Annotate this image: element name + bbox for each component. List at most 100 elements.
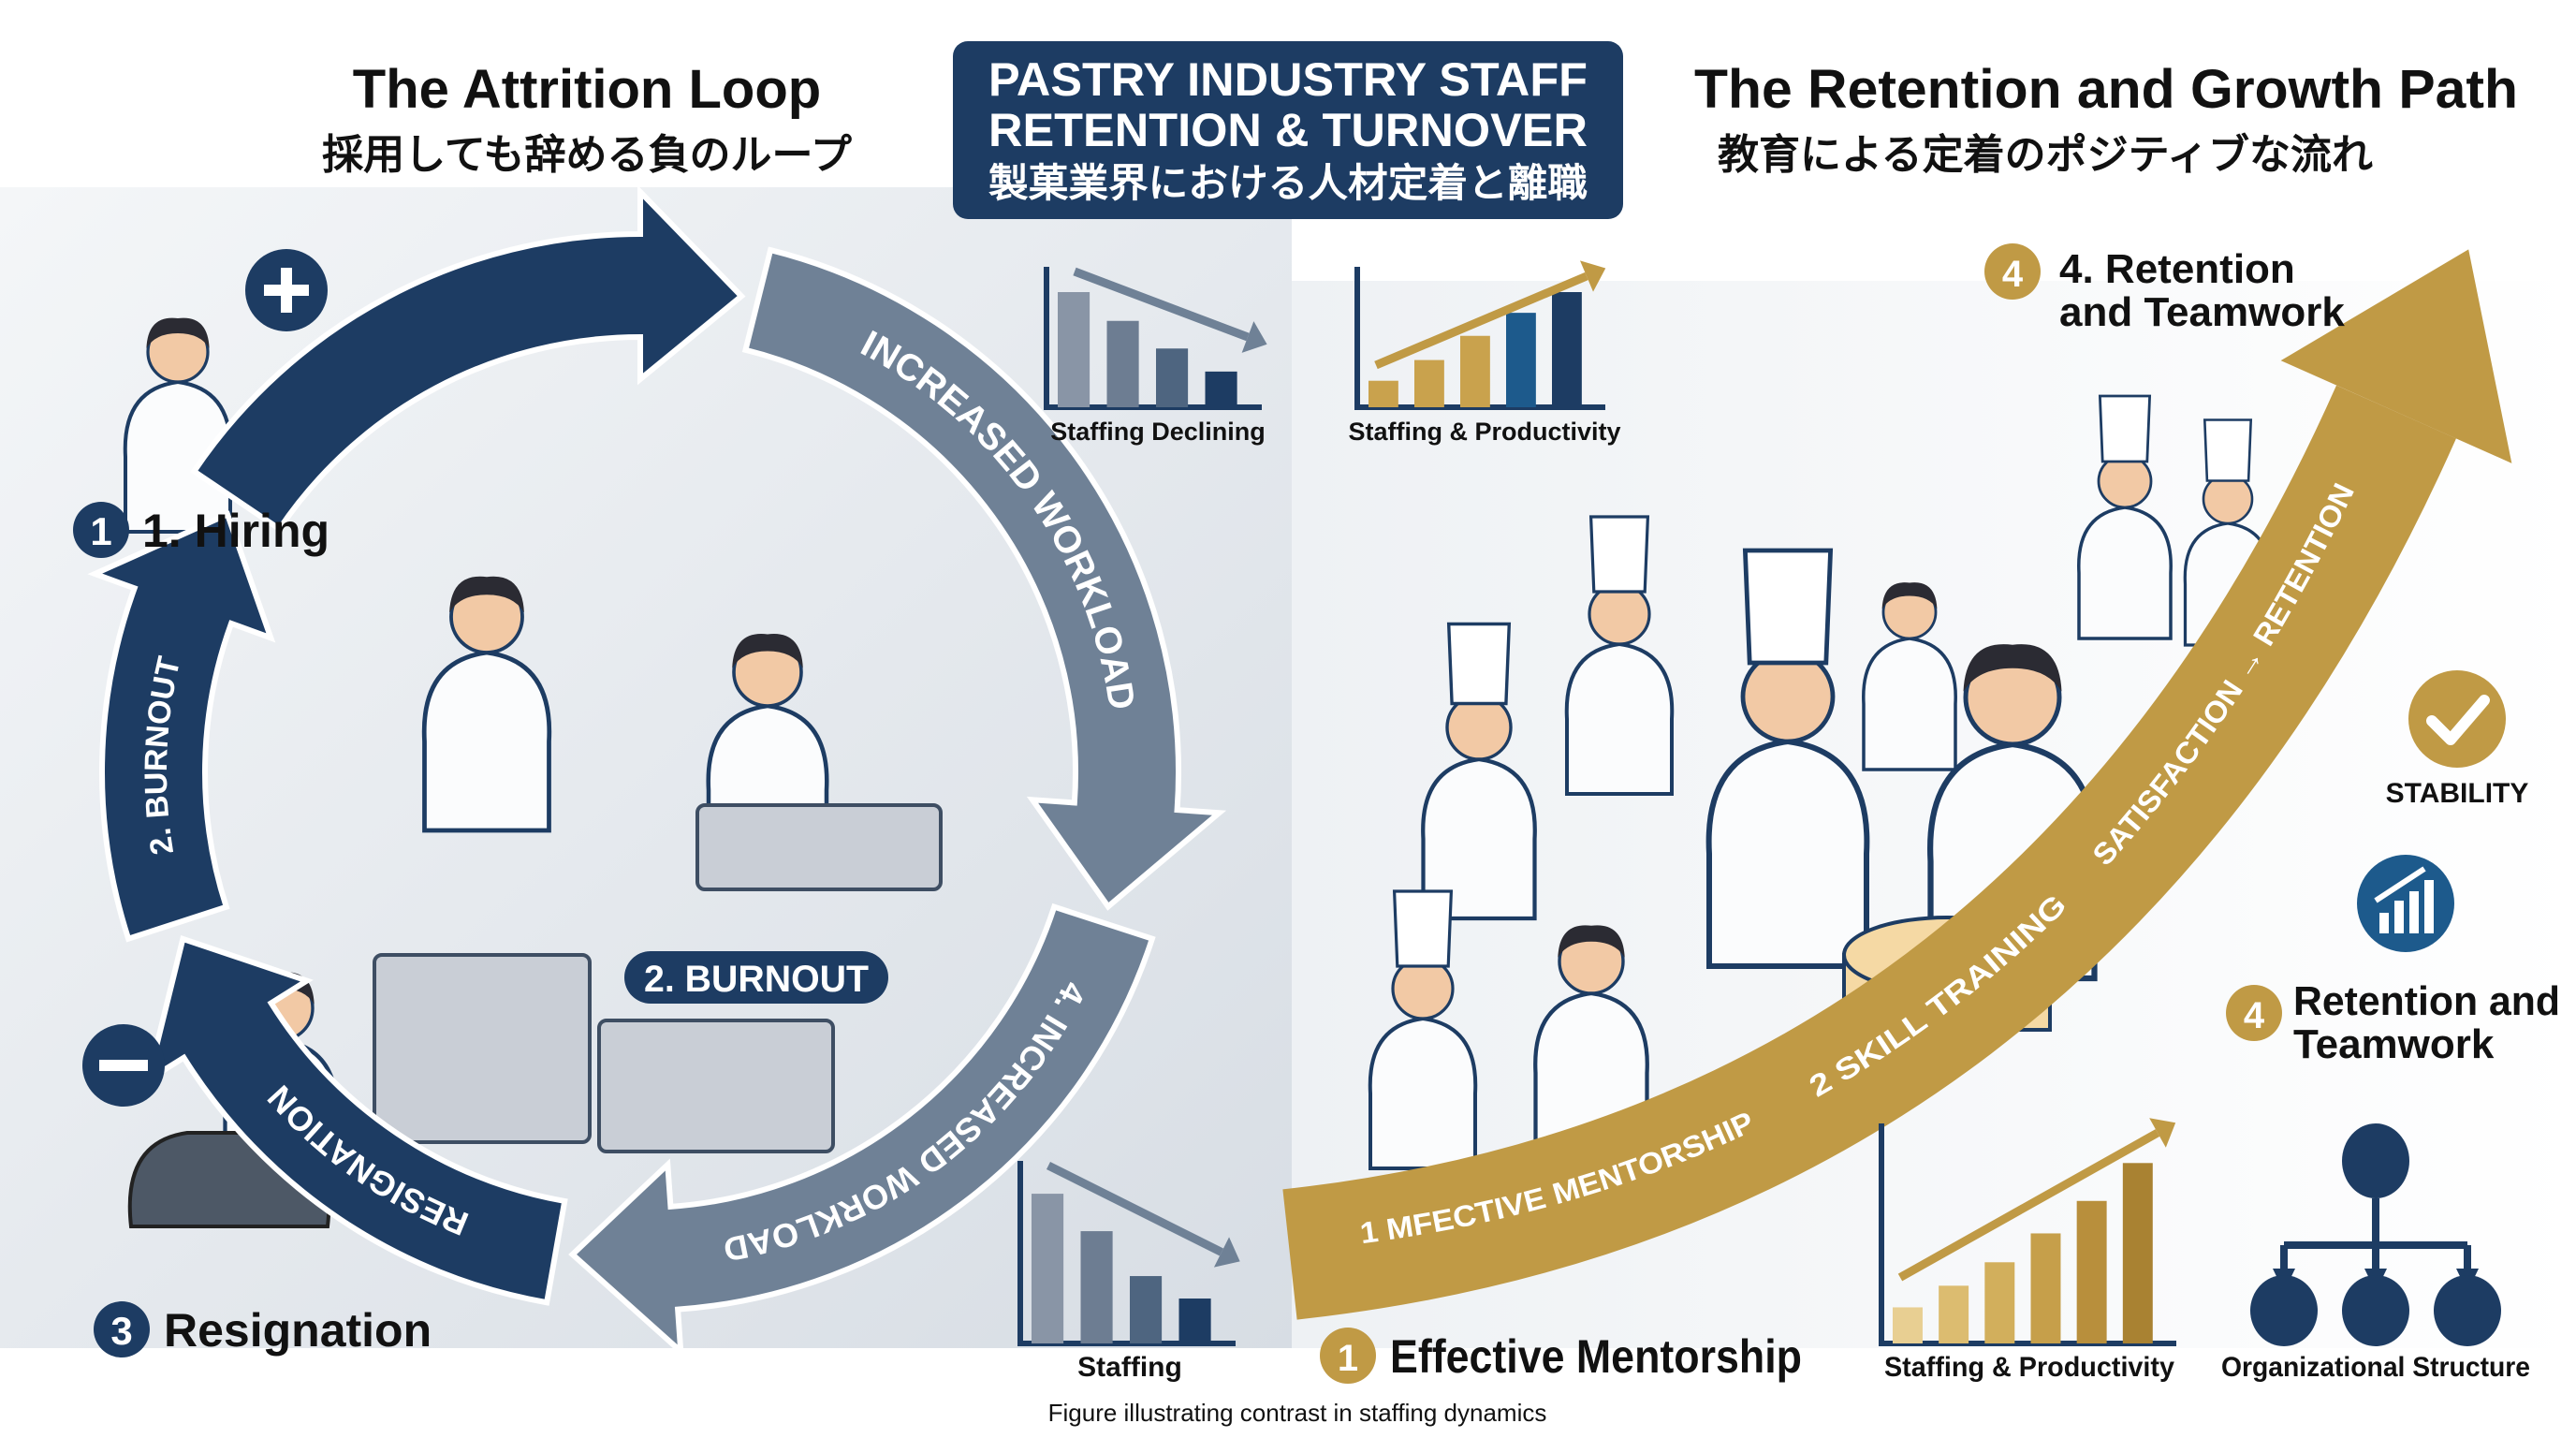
chef-coat: [1862, 637, 1957, 771]
retention-top-line2: and Teamwork: [2059, 289, 2345, 335]
growth-arrow-body: [1282, 385, 2456, 1320]
chef-coat: [1368, 1016, 1478, 1171]
chart-bar: [1032, 1194, 1064, 1343]
growth-arrow-head: [2280, 249, 2512, 463]
trend-down-arrow: [1073, 267, 1250, 342]
checkmark-icon: [2408, 670, 2506, 768]
trend-arrowhead: [1579, 260, 1606, 292]
chart-bar: [1893, 1307, 1923, 1343]
burnout-pill: 2. BURNOUT: [624, 951, 888, 1004]
chart-bar: [1368, 380, 1398, 407]
chef-mentee: [1705, 548, 1870, 970]
chart-bar: [1178, 1299, 1211, 1343]
retention-teamwork-side: 4 Retention and Teamwork: [2226, 978, 2560, 1067]
hiring-arrow: [190, 184, 746, 534]
chart-bar: [1205, 371, 1237, 407]
trend-up-arrow: [1897, 1129, 2160, 1282]
chart-bar: [1552, 292, 1582, 407]
mentorship-number: 1: [1338, 1338, 1358, 1379]
chef-right-4: [2077, 394, 2173, 640]
chart-bar: [1058, 292, 1090, 407]
chart-bar: [1106, 320, 1139, 407]
chart-bar: [1939, 1285, 1969, 1343]
increased-workload-4-arrow: [568, 902, 1156, 1358]
chart-bar: [1460, 335, 1490, 407]
hiring-number: 1: [90, 509, 111, 553]
chart-axes: [1017, 1161, 1236, 1346]
trend-down-arrow: [1046, 1161, 1224, 1256]
retention-teamwork-top: 4 4. Retention and Teamwork: [1984, 243, 2345, 335]
minus-icon: [82, 1024, 165, 1107]
chart-axes: [1044, 267, 1262, 410]
figure-caption: Figure illustrating contrast in staffing…: [1048, 1399, 1547, 1427]
effective-mentorship-step: 1 Effective Mentorship: [1320, 1328, 1802, 1384]
chart-label-staffing-productivity-top: Staffing & Productivity: [1348, 418, 1620, 446]
charts: [1017, 260, 2176, 1346]
chart-bar: [1130, 1276, 1163, 1343]
trend-arrowhead: [1241, 321, 1267, 353]
hiring-label: 1. Hiring: [142, 505, 329, 557]
retention-top-line1: 4. Retention: [2059, 246, 2295, 292]
attrition-loop-subtitle: 採用しても辞める負のループ: [322, 131, 852, 179]
chef-hair: [449, 576, 524, 613]
stability-badge: STABILITY: [2386, 670, 2529, 809]
baking-trays-stack-1: [373, 953, 592, 1144]
chart-bar: [2076, 1200, 2107, 1343]
chef-hair: [1963, 644, 2062, 692]
chart-bar: [1984, 1262, 2015, 1343]
retention-side-number: 4: [2244, 995, 2265, 1036]
stability-label: STABILITY: [2386, 778, 2529, 809]
chef-hat: [2203, 418, 2253, 482]
chef-coat: [1564, 641, 1675, 797]
chef-hat: [1742, 548, 1834, 666]
chef-hat: [1588, 515, 1650, 594]
chart-bar: [1414, 360, 1444, 407]
growth-chart-icon: [2357, 855, 2454, 952]
chart-bar: [1506, 313, 1536, 407]
mentorship-label: Effective Mentorship: [1390, 1330, 1802, 1383]
header-title-box: PASTRY INDUSTRY STAFF RETENTION & TURNOV…: [953, 41, 1623, 219]
chef-hiring: [123, 317, 233, 535]
baking-trays-stack-2: [597, 1019, 835, 1153]
chart-bar: [1156, 348, 1189, 407]
chart-label-staffing: Staffing: [1077, 1352, 1182, 1383]
chef-hair: [1558, 925, 1625, 958]
chef-right-2: [1564, 515, 1675, 797]
chef-head: [1445, 694, 1513, 761]
increased-workload-arrow: [741, 246, 1227, 911]
chef-right-1: [1421, 622, 1537, 921]
bar-chart-3: [1017, 1161, 1240, 1346]
chef-burnout-1: [421, 576, 552, 833]
chef-head: [1740, 649, 1836, 744]
title-jp: 製菓業界における人材定着と離職: [988, 160, 1588, 206]
chef-coat: [1705, 738, 1870, 970]
title-line-1: PASTRY INDUSTRY STAFF: [988, 53, 1588, 106]
burnout-pill-label: 2. BURNOUT: [644, 959, 869, 1000]
retention-side-line1: Retention and: [2293, 978, 2560, 1024]
burnout-arrow: [87, 510, 276, 943]
attrition-loop-title: The Attrition Loop: [353, 59, 821, 120]
growth-path-subtitle: 教育による定着のポジティブな流れ: [1718, 131, 2373, 179]
chef-hair: [146, 317, 210, 348]
resignation-label: Resignation: [164, 1304, 432, 1357]
retention-side-line2: Teamwork: [2293, 1021, 2495, 1067]
chef-hat: [1446, 622, 1512, 706]
chef-coat: [2077, 506, 2173, 640]
resignation-step: 3 Resignation: [94, 1301, 432, 1357]
trend-up-arrow: [1374, 271, 1588, 370]
chart-bar: [2030, 1233, 2061, 1343]
chart-bar: [1080, 1231, 1113, 1343]
chef-hat: [1392, 889, 1454, 968]
org-structure-label: Organizational Structure: [2221, 1352, 2530, 1383]
chart-bar: [2122, 1163, 2153, 1343]
chef-hat: [2098, 394, 2152, 463]
trend-arrowhead: [2149, 1118, 2176, 1148]
hiring-step: 1 1. Hiring: [73, 502, 329, 558]
trend-arrowhead: [1213, 1237, 1240, 1268]
bar-chart-2: [1354, 260, 1606, 410]
chef-right-3: [1862, 582, 1957, 771]
chef-right-5: [2183, 418, 2273, 647]
bar-chart-1: [1044, 267, 1267, 410]
retention-top-number: 4: [2002, 254, 2024, 295]
